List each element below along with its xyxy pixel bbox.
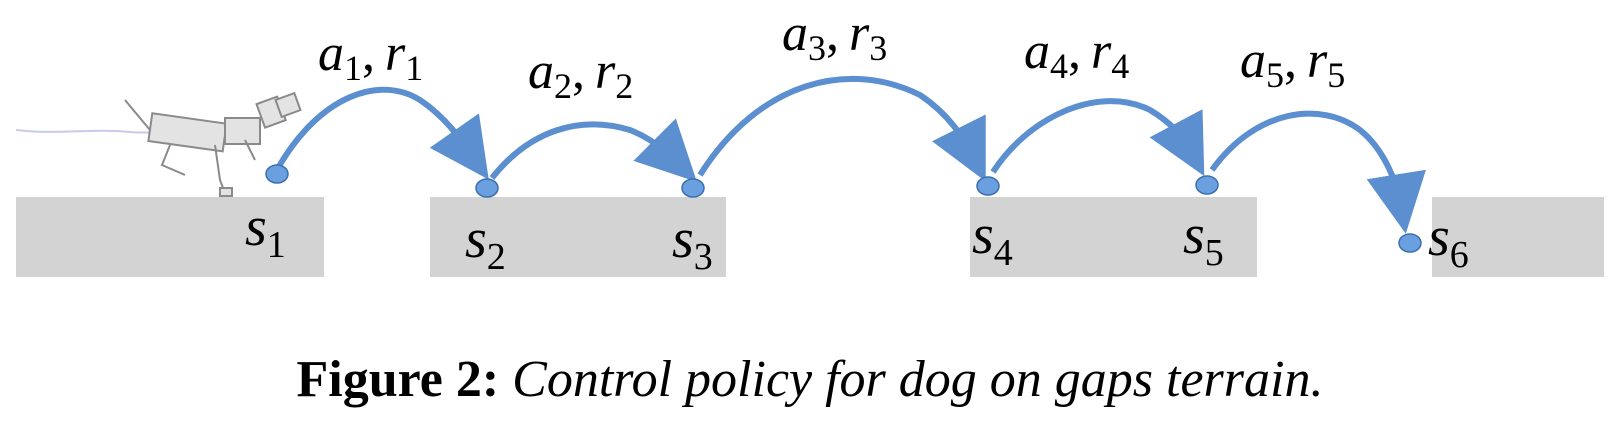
- action-reward-label: a4,r4: [1024, 23, 1129, 86]
- state-dot: [265, 164, 289, 184]
- action-reward-label: a5,r5: [1240, 32, 1345, 95]
- terrain: [16, 197, 1604, 277]
- action-reward-label: a1,r1: [318, 25, 423, 88]
- transition-arrows: [275, 75, 1426, 234]
- action-reward-label: a2,r2: [528, 43, 633, 106]
- state-dot: [1195, 175, 1219, 195]
- transition-arrow: [489, 118, 697, 182]
- figure-caption: Figure 2: Control policy for dog on gaps…: [0, 350, 1620, 409]
- transition-arrow: [697, 75, 986, 182]
- state-label: s3: [672, 208, 713, 278]
- state-label: s6: [1428, 206, 1469, 276]
- caption-label: Figure 2:: [296, 351, 500, 408]
- caption-text: Control policy for dog on gaps terrain.: [512, 351, 1324, 408]
- state-dots: [265, 164, 1422, 253]
- platform: [970, 197, 1257, 277]
- gaps-terrain-diagram: a1,r1 a2,r2 a3,r3 a4,r4 a5,r5 s1 s2 s3 s…: [15, 5, 1604, 278]
- action-reward-labels: a1,r1 a2,r2 a3,r3 a4,r4 a5,r5: [318, 5, 1345, 106]
- platform: [430, 197, 726, 277]
- state-label: s4: [972, 204, 1013, 274]
- state-label: s5: [1183, 204, 1224, 274]
- transition-arrow: [275, 86, 489, 180]
- state-label: s1: [245, 196, 286, 266]
- dog-figure: [15, 91, 302, 197]
- transition-arrow: [1209, 110, 1426, 234]
- state-dot: [475, 178, 499, 198]
- transition-arrow: [990, 98, 1205, 177]
- action-reward-label: a3,r3: [782, 5, 887, 68]
- platform: [16, 197, 324, 277]
- state-dot: [976, 176, 1000, 196]
- state-labels: s1 s2 s3 s4 s5 s6: [245, 196, 1469, 278]
- state-dot: [1398, 233, 1422, 253]
- platform: [1432, 197, 1604, 277]
- state-label: s2: [465, 208, 506, 278]
- state-dot: [681, 178, 705, 198]
